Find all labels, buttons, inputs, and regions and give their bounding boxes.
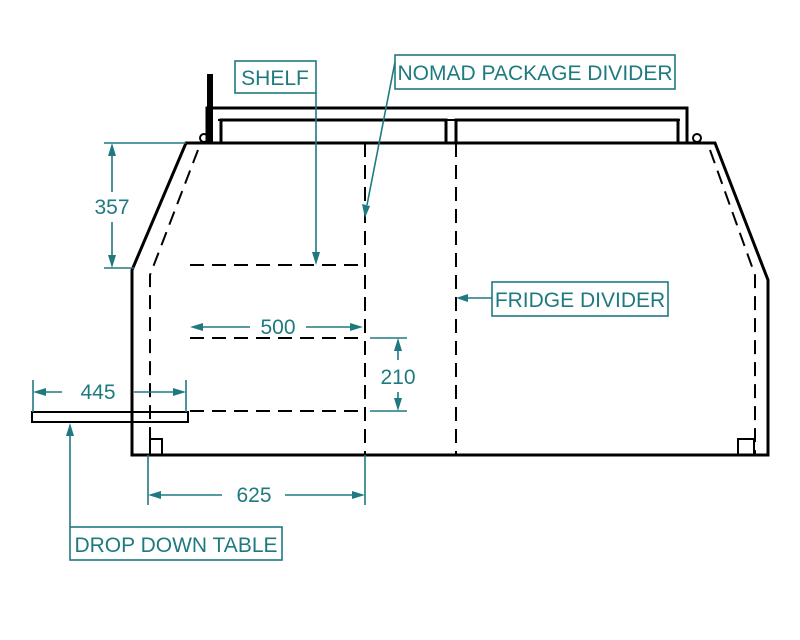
label-table-arrow	[66, 423, 74, 436]
dim-625-arrow-left	[148, 491, 161, 499]
inner-wall-left	[149, 149, 199, 455]
dim-500-text: 500	[260, 316, 295, 339]
dimension-210: 210	[370, 337, 416, 412]
label-fridge-divider: FRIDGE DIVIDER	[456, 281, 669, 317]
dimension-445: 445	[32, 380, 187, 412]
dim-445-arrow-left	[33, 388, 46, 396]
label-shelf: SHELF	[234, 60, 320, 265]
dim-357-arrow-down	[108, 255, 116, 268]
label-shelf-arrow	[312, 252, 320, 265]
label-drop-down-table: DROP DOWN TABLE	[66, 423, 283, 561]
label-nomad-arrow	[362, 204, 370, 218]
hinge-right	[692, 133, 702, 143]
dimension-357: 357	[94, 142, 186, 269]
label-shelf-text: SHELF	[241, 67, 309, 90]
label-nomad-text: NOMAD PACKAGE DIVIDER	[398, 62, 673, 85]
roof-box-right	[454, 118, 680, 145]
label-shelf-box	[234, 60, 317, 94]
label-fridge-arrow	[456, 294, 468, 302]
dim-445-text: 445	[80, 381, 115, 404]
dim-445-arrow-right	[173, 388, 186, 396]
roof-box-left	[219, 118, 448, 145]
dim-357-text: 357	[94, 196, 129, 219]
label-fridge-text: FRIDGE DIVIDER	[495, 289, 665, 312]
dim-357-arrow-up	[108, 143, 116, 156]
dim-210-arrow-up	[394, 338, 402, 351]
dim-625-text: 625	[236, 484, 271, 507]
label-fridge-box	[491, 281, 669, 317]
inner-wall-right	[709, 149, 756, 455]
internal-fittings	[31, 143, 457, 455]
label-nomad-box	[394, 54, 676, 90]
label-table-text: DROP DOWN TABLE	[74, 534, 277, 557]
corner-block-right	[737, 438, 755, 456]
body-outline	[130, 141, 770, 457]
dim-625-arrow-right	[352, 491, 365, 499]
drop-down-table	[31, 411, 189, 423]
dim-210-arrow-down	[394, 398, 402, 411]
label-nomad-divider: NOMAD PACKAGE DIVIDER	[362, 54, 676, 218]
label-nomad-leader	[366, 61, 396, 206]
dimension-625: 625	[147, 455, 366, 507]
label-table-box	[69, 526, 283, 561]
dim-500-arrow-left	[190, 323, 203, 331]
dimension-500: 500	[190, 316, 363, 339]
corner-block-left	[149, 438, 163, 456]
dim-500-arrow-right	[350, 323, 363, 331]
canopy-outline	[130, 74, 770, 457]
dim-210-text: 210	[380, 366, 415, 389]
